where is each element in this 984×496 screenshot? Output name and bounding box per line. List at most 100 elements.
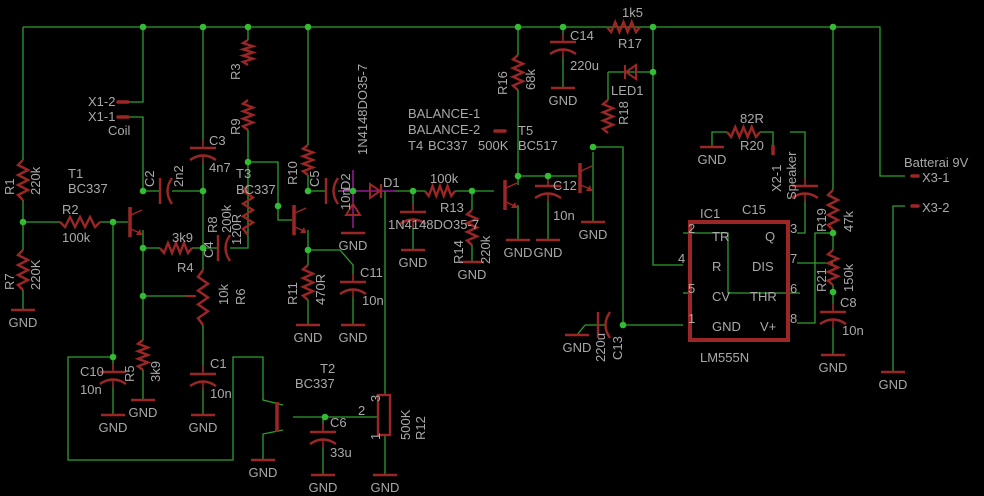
parts-t4-ref-label: T4: [408, 138, 423, 153]
r3-resistor: [238, 38, 258, 67]
r6-resistor: [195, 269, 211, 326]
junction-dot: [139, 244, 147, 252]
wire: [652, 27, 683, 266]
wire: [230, 162, 249, 249]
connectors-x1_2-label: X1-2: [88, 94, 115, 109]
junction-dot: [19, 218, 27, 226]
c5-capacitor: [324, 177, 340, 205]
ic_pins-p2-num-label: 2: [688, 221, 695, 236]
ground-label: GND: [399, 255, 428, 270]
c13-capacitor: [596, 311, 612, 339]
parts-c11-value-label: 10n: [362, 293, 384, 308]
wire: [797, 200, 806, 234]
connectors-x3_2-label: X3-2: [922, 200, 949, 215]
connectors-x1_1-label: X1-1: [88, 109, 115, 124]
speaker_label-label: Speaker: [784, 151, 799, 200]
t5-transistor: [503, 180, 518, 210]
c12-capacitor: [534, 178, 562, 202]
c2-capacitor: [158, 177, 174, 205]
connectors-x2_1-label: X2-1: [769, 165, 784, 192]
r5-resistor: [134, 339, 152, 371]
d2-diode-icon: [344, 202, 362, 216]
parts-t1-ref-label: T1: [68, 166, 83, 181]
parts-c13-value-label: 220u: [593, 333, 608, 362]
parts-r5-value-label: 3k9: [148, 361, 163, 382]
parts-d1-value-label: 1N4148DO35-7: [388, 217, 479, 232]
r4-resistor: [159, 239, 193, 257]
parts-d2-ref-label: D2: [338, 173, 353, 190]
ground-label: GND: [189, 420, 218, 435]
parts-r5-ref-label: R5: [122, 365, 137, 382]
ground-label: GND: [549, 93, 578, 108]
r17-resistor: [606, 18, 641, 36]
c1-capacitor: [189, 366, 217, 390]
junction-dot: [829, 23, 837, 31]
parts-r17-ref-label: R17: [618, 36, 642, 51]
parts-c14-value-label: 220u: [570, 58, 599, 73]
ic_pins-p8-name-label: V+: [760, 319, 776, 334]
r10-resistor: [299, 144, 317, 176]
junctions: [19, 23, 837, 421]
parts-c8-ref-label: C8: [840, 295, 857, 310]
battery_label-label: Batterai 9V: [904, 155, 969, 170]
r18-resistor: [599, 99, 617, 134]
ic_pins-p7-name-label: DIS: [752, 259, 774, 274]
parts-r9-ref-label: R9: [228, 118, 243, 135]
parts-c2-ref-label: C2: [142, 170, 157, 187]
junction-dot: [199, 187, 207, 195]
ic1-lm555-body[interactable]: [688, 220, 790, 342]
r8-resistor: [240, 184, 256, 236]
c11-capacitor: [339, 274, 367, 298]
parts-c14-ref-label: C14: [570, 28, 594, 43]
junction-dot: [109, 218, 117, 226]
parts-t5-value-label: BC517: [518, 138, 558, 153]
junction-dot: [829, 229, 837, 237]
parts-r16-value-label: 68k: [523, 69, 538, 90]
t1-transistor: [128, 207, 143, 237]
connectors-bal1-label: BALANCE-1: [408, 106, 480, 121]
wire: [67, 356, 284, 461]
wire: [593, 146, 683, 326]
ic_pins-p7-num-label: 7: [790, 251, 797, 266]
ic_pins-p3-name-label: Q: [765, 229, 775, 244]
parts-d2-extra-label: 10n: [338, 188, 353, 210]
parts-c12-value-label: 10n: [553, 208, 575, 223]
ground-label: GND: [698, 152, 727, 167]
t6-transistor: [578, 163, 593, 193]
parts-c1-ref-label: C1: [210, 356, 227, 371]
r12-potentiometer[interactable]: [376, 393, 392, 437]
r7-resistor: [15, 249, 31, 291]
parts-t4-value-label: BC337: [428, 138, 468, 153]
ic_pins-p4-name-label: R: [712, 259, 721, 274]
parts-r18-ref-label: R18: [616, 101, 631, 125]
junction-dot: [409, 187, 417, 195]
parts-r20-ref-label: R20: [740, 138, 764, 153]
parts-r12-ref-label: R12: [413, 416, 428, 440]
parts-r7-value-label: 220K: [28, 259, 43, 290]
junction-dot: [304, 187, 312, 195]
junction-dot: [649, 23, 657, 31]
pot_pins-p1-label: 1: [368, 433, 383, 440]
junction-dot: [619, 321, 627, 329]
junction-dot: [244, 158, 252, 166]
parts-c3-ref-label: C3: [209, 133, 226, 148]
parts-r6-ref-label: R6: [233, 288, 248, 305]
connectors-x3_1-label: X3-1: [922, 170, 949, 185]
junction-dot: [514, 172, 522, 180]
ground-label: GND: [99, 420, 128, 435]
parts-c3-value-label: 4n7: [209, 160, 231, 175]
wire: [892, 205, 905, 372]
c-d1-capacitor: [399, 204, 427, 228]
pot_pins-p2-label: 2: [358, 403, 365, 418]
parts-ic1-ref-label: IC1: [700, 206, 720, 221]
parts-r14-value-label: 220k: [478, 235, 493, 264]
junction-dot: [199, 244, 207, 252]
ground-label: GND: [579, 227, 608, 242]
parts-t4-extra-label: 500K: [478, 138, 509, 153]
d1-diode-icon: [369, 182, 382, 200]
parts-d2-value-label: 1N4148DO35-7: [355, 64, 370, 155]
parts-t5-ref-label: T5: [518, 123, 533, 138]
parts-r19-value-label: 47k: [841, 211, 856, 232]
parts-r16-ref-label: R16: [495, 71, 510, 95]
